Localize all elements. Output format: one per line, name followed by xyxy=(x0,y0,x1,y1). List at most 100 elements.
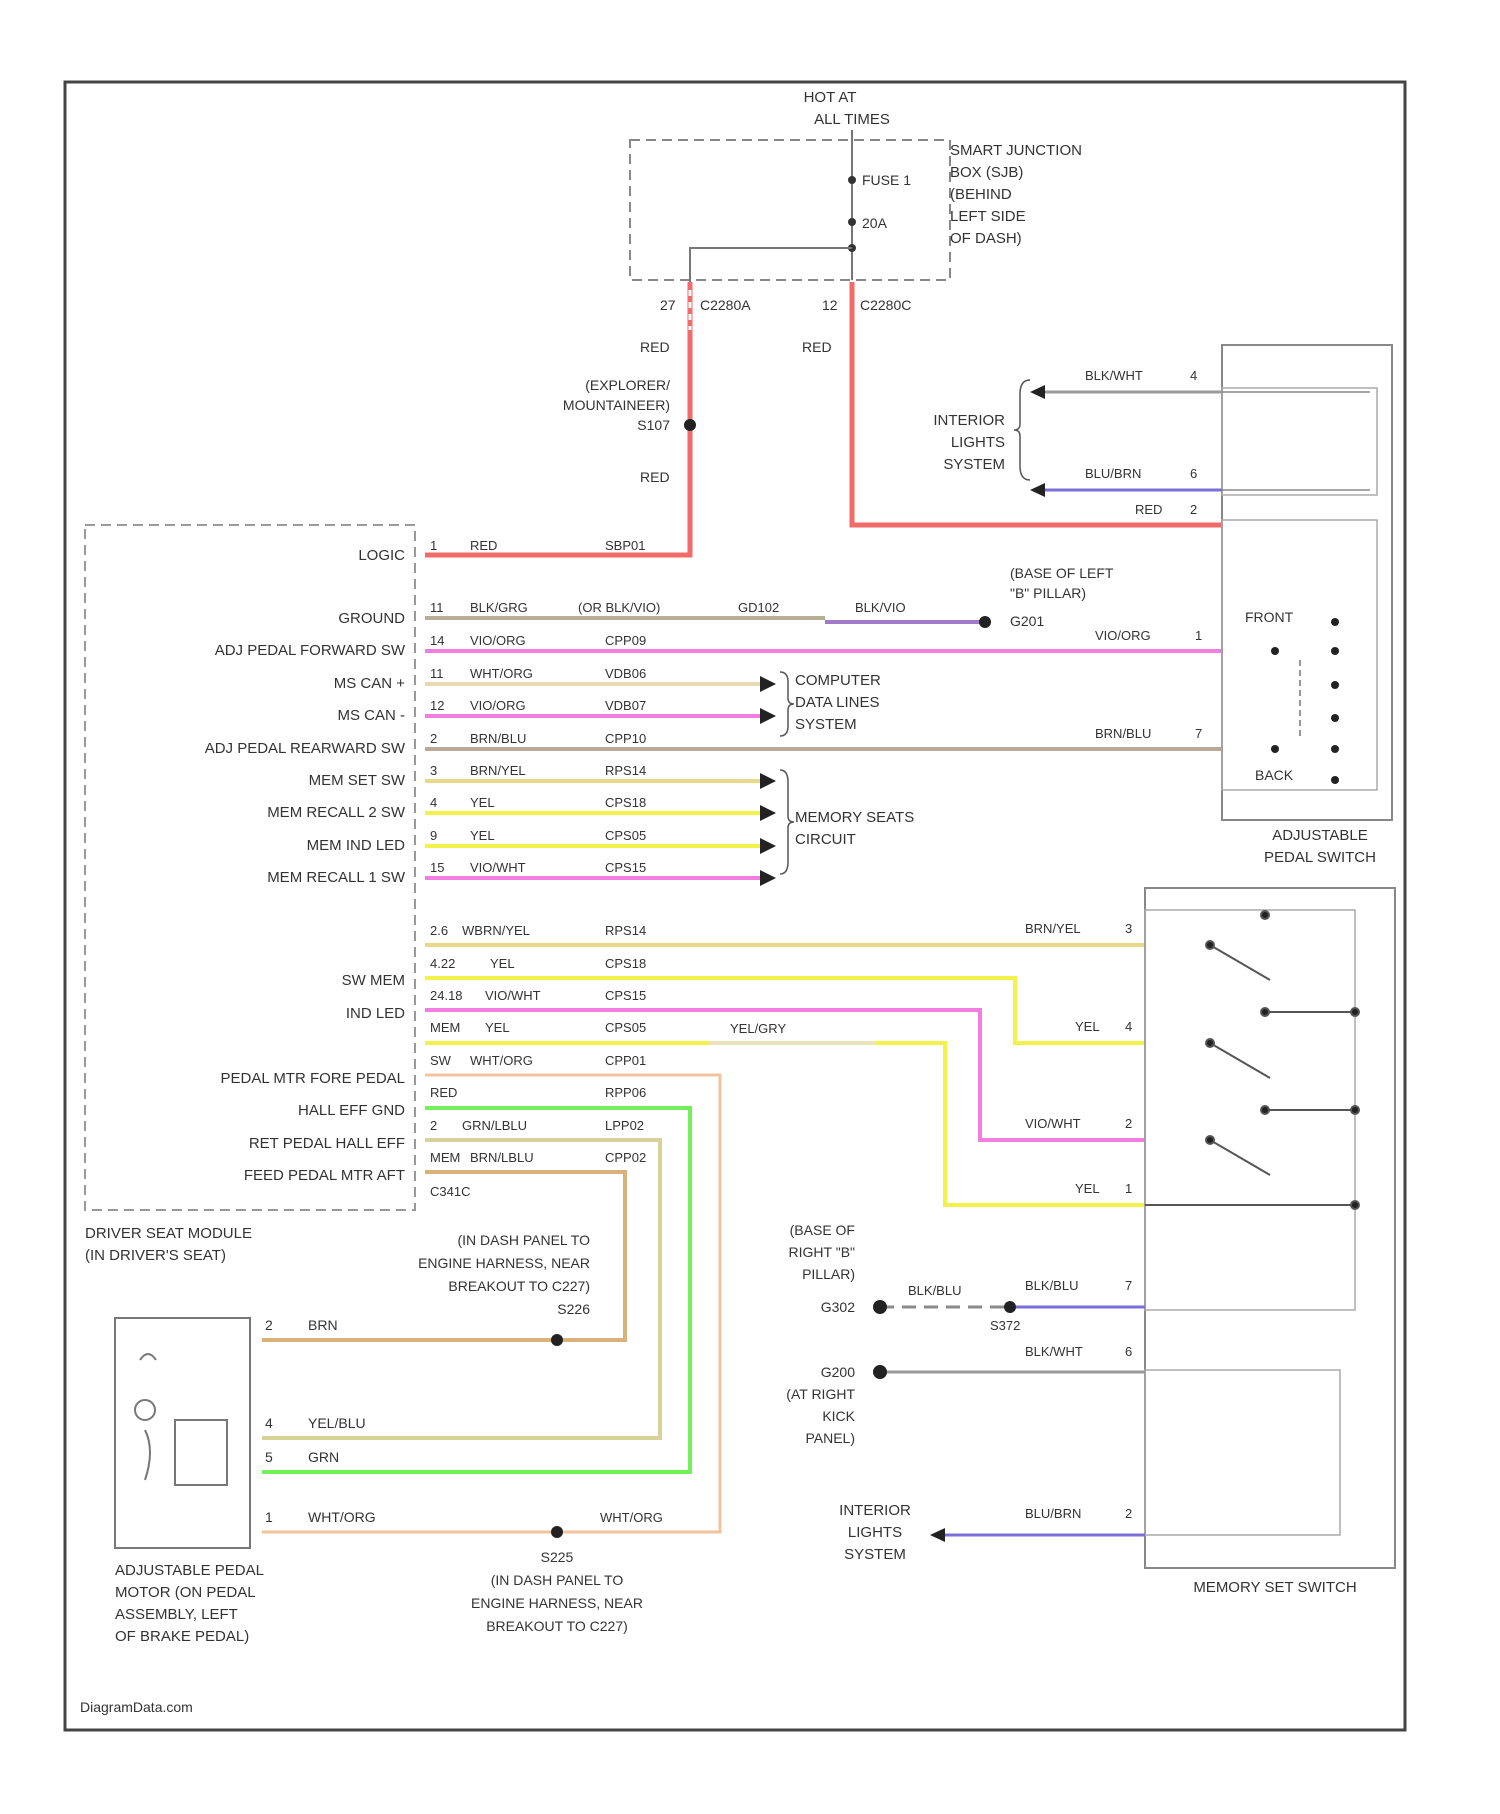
pin-num-ms-can-minus: 12 xyxy=(430,698,444,713)
mem-contact-4 xyxy=(1206,1039,1214,1047)
sjb-conn-a-pin: 27 xyxy=(660,297,676,313)
arrow-ms-can-minus xyxy=(760,708,776,724)
sjb-label-line2: BOX (SJB) xyxy=(950,164,1023,181)
memory-switch-label: MEMORY SET SWITCH xyxy=(1193,1579,1356,1596)
s225-label-3: ENGINE HARNESS, NEAR xyxy=(471,1595,643,1611)
mem-contact-6 xyxy=(1351,1106,1359,1114)
pin-color-mem-set: BRN/YEL xyxy=(470,763,526,778)
interior-top-wire1: BLK/WHT xyxy=(1085,368,1143,383)
pin-color-ground: BLK/GRG xyxy=(470,600,528,615)
arrow-mem-set xyxy=(760,773,776,789)
right-ground-label-2: RIGHT "B" xyxy=(789,1244,855,1260)
interior-top-label-1: INTERIOR xyxy=(933,412,1005,429)
s225-label-2: (IN DASH PANEL TO xyxy=(491,1572,624,1588)
red-label-2: RED xyxy=(802,339,832,355)
g302-dot xyxy=(873,1300,887,1314)
pin-num-adj-rear: 2 xyxy=(430,731,437,746)
sjb-branch xyxy=(690,248,852,282)
pin-name-mem-recall-2: MEM RECALL 2 SW xyxy=(267,804,406,821)
interior-brace-top xyxy=(1014,380,1030,480)
sjb-label-line1: SMART JUNCTION xyxy=(950,142,1082,159)
pin-num-mem-recall-1: 15 xyxy=(430,860,444,875)
pin-color-logic: RED xyxy=(470,538,497,553)
pin-circuit-adj-rear: CPP10 xyxy=(605,731,646,746)
ground-g201-line1: (BASE OF LEFT xyxy=(1010,565,1114,581)
pin-circuit-adj-fwd: CPP09 xyxy=(605,633,646,648)
arrow-blk-wht-interior xyxy=(1030,385,1045,399)
contact-5 xyxy=(1331,714,1339,722)
pin-circuit-ground: (OR BLK/VIO) xyxy=(578,600,660,615)
g200-label-2: (AT RIGHT xyxy=(786,1386,855,1402)
diagram-frame xyxy=(65,82,1405,1730)
driver-module-label-2: (IN DRIVER'S SEAT) xyxy=(85,1247,226,1264)
motor-pin-wht-org: 1 xyxy=(265,1509,273,1525)
fuse-dot-2 xyxy=(848,218,856,226)
lpin-circuit-3: CPS05 xyxy=(605,1020,646,1035)
pin-name-adj-rear: ADJ PEDAL REARWARD SW xyxy=(205,740,406,757)
adj-pedal-switch-inner-top xyxy=(1222,388,1377,495)
data-lines-label-2: DATA LINES xyxy=(795,694,879,711)
motor-pin-yel-blu: 4 xyxy=(265,1415,273,1431)
mem-contact-2 xyxy=(1261,1008,1269,1016)
mem-contact-9 xyxy=(1261,911,1269,919)
motor-pin-brn: 2 xyxy=(265,1317,273,1333)
contact-2 xyxy=(1271,647,1279,655)
ground-g201-line3: G201 xyxy=(1010,613,1044,629)
sjb-box xyxy=(630,140,950,280)
contact-7 xyxy=(1331,745,1339,753)
s225-label-1: S225 xyxy=(541,1549,574,1565)
sjb-fuse-label: FUSE 1 xyxy=(862,172,911,188)
adj-switch-back: BACK xyxy=(1255,767,1294,783)
s226-label-4: S226 xyxy=(557,1301,590,1317)
splice-s107-line1: (EXPLORER/ xyxy=(585,377,670,393)
pedal-motor-label-1: ADJUSTABLE PEDAL xyxy=(115,1562,264,1579)
pin-num-mem-set: 3 xyxy=(430,763,437,778)
arrowheads-upper xyxy=(760,676,776,886)
adj-pedal-switch-box xyxy=(1222,345,1392,820)
pin-name-hall-eff-gnd: HALL EFF GND xyxy=(298,1102,405,1119)
mem-contact-5 xyxy=(1261,1106,1269,1114)
arrow-mem-recall-1 xyxy=(760,870,776,886)
mem-switch-arm-1 xyxy=(1210,945,1270,980)
contact-1 xyxy=(1331,618,1339,626)
pin-color-ms-can-minus: VIO/ORG xyxy=(470,698,526,713)
red-label-3: RED xyxy=(640,469,670,485)
pin-name-feed-pedal-mtr: FEED PEDAL MTR AFT xyxy=(244,1167,405,1184)
data-lines-label-1: COMPUTER xyxy=(795,672,881,689)
pin-num-ground: 11 xyxy=(430,600,444,615)
right-ground-wire-1: BLK/BLU xyxy=(908,1283,961,1298)
lpin-num-4: SW xyxy=(430,1053,452,1068)
lpin-circuit-4: CPP01 xyxy=(605,1053,646,1068)
splice-s107-line3: S107 xyxy=(637,417,670,433)
s372-dot xyxy=(1004,1301,1016,1313)
red-label-1: RED xyxy=(640,339,670,355)
pedal-motor-coil xyxy=(140,1354,156,1480)
sjb-label-line3: (BEHIND xyxy=(950,186,1012,203)
pedal-motor-body xyxy=(175,1420,227,1485)
mem-contact-7 xyxy=(1206,1136,1214,1144)
fuse-dot-1 xyxy=(848,176,856,184)
adj-pedal-switch-inner-bottom xyxy=(1222,520,1377,790)
pedal-motor-box xyxy=(115,1318,250,1548)
driver-module-connector: C341C xyxy=(430,1184,470,1199)
pedal-motor-pins: 2 BRN 4 YEL/BLU 5 GRN 1 WHT/ORG xyxy=(265,1317,376,1525)
contact-4 xyxy=(1331,681,1339,689)
sjb-label-line5: OF DASH) xyxy=(950,230,1022,247)
sjb-label-line4: LEFT SIDE xyxy=(950,208,1026,225)
mem-contact-3 xyxy=(1351,1008,1359,1016)
pedal-motor-label-3: ASSEMBLY, LEFT xyxy=(115,1606,238,1623)
interior-top-label-2: LIGHTS xyxy=(951,434,1005,451)
mem-wire-0: BRN/YEL xyxy=(1025,921,1081,936)
lpin-num-0: 2.6 xyxy=(430,923,448,938)
pedal-motor-label-2: MOTOR (ON PEDAL xyxy=(115,1584,256,1601)
lpin-num-3: MEM xyxy=(430,1020,460,1035)
mem-switch-arm-3 xyxy=(1210,1140,1270,1175)
lpin-num-5: RED xyxy=(430,1085,457,1100)
interior-top-pin2: 6 xyxy=(1190,466,1197,481)
driver-module-upper-pins: LOGIC GROUND ADJ PEDAL FORWARD SW MS CAN… xyxy=(205,547,406,886)
mem-contact-8 xyxy=(1351,1201,1359,1209)
s225-label-4: BREAKOUT TO C227) xyxy=(486,1618,628,1634)
lpin-color-7: BRN/LBLU xyxy=(470,1150,534,1165)
pin-name-pedal-mtr-fore: PEDAL MTR FORE PEDAL xyxy=(221,1070,405,1087)
pin-color-mem-ind-led: YEL xyxy=(470,828,495,843)
